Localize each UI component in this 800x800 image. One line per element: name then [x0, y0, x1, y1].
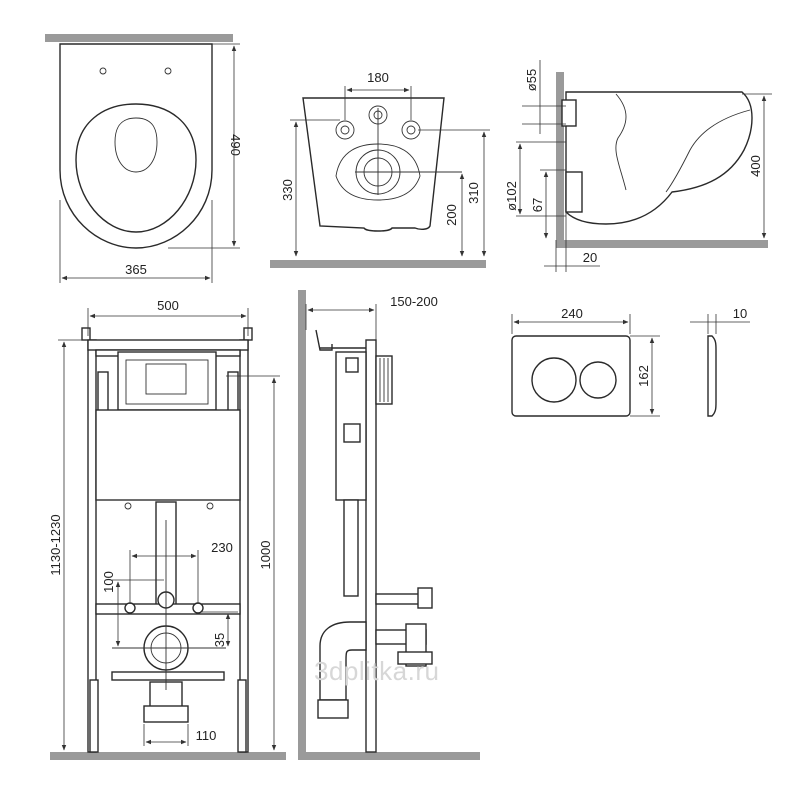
inlet-hole-right — [401, 120, 421, 140]
dim-frame-height-label: 1130-1230 — [48, 514, 63, 575]
flush-plate-profile — [707, 335, 717, 417]
dim-holes-label: 180 — [367, 70, 389, 85]
frame-side-floor — [298, 752, 480, 760]
frame-front-view: 500 1130-1230 230 100 1000 35 110 — [48, 298, 286, 760]
dim-outlet-dia-label: ø102 — [504, 181, 519, 211]
flush-plate-opening — [117, 351, 217, 411]
frame-side-post — [365, 339, 377, 753]
dim-frame-width-label: 500 — [157, 298, 179, 313]
bowl-side-outline — [565, 91, 753, 225]
dim-offset-label: 20 — [583, 250, 597, 265]
flush-button-front: 240 162 — [511, 306, 660, 417]
flush-button-side: 10 — [690, 306, 750, 417]
mount-hole-left — [99, 67, 107, 75]
frame-side-view — [298, 290, 480, 760]
dim-100-label: 100 — [101, 571, 116, 593]
dim-depth-range-label: 150-200 — [390, 294, 438, 309]
frame-side-wall — [298, 290, 306, 760]
dim-button-height-label: 162 — [636, 365, 651, 387]
bowl-side-view: ø55 ø102 67 400 20 — [504, 60, 772, 272]
seat-outline — [75, 103, 197, 233]
bowl-opening — [114, 117, 158, 173]
frame-floor — [50, 752, 286, 760]
side-outlet-pipe — [565, 171, 583, 213]
dim-height-label: 330 — [280, 179, 295, 201]
flush-button-large — [531, 357, 577, 403]
bowl-outline — [59, 43, 213, 249]
dim-110-label: 110 — [196, 728, 217, 743]
dim-spacing-label: 230 — [211, 540, 233, 555]
bowl-back-outline — [302, 97, 445, 232]
dim-button-width-label: 240 — [561, 306, 583, 321]
dim-side-height-label: 400 — [748, 155, 763, 177]
dim-pipe-label: ø55 — [524, 69, 539, 91]
flush-button-small — [579, 361, 617, 399]
inlet-hole-left — [335, 120, 355, 140]
watermark: 3dplitka.ru — [314, 656, 439, 686]
bowl-back-view: 180 330 200 310 — [270, 70, 490, 268]
side-flush-pipe — [343, 499, 359, 597]
side-wall — [556, 72, 564, 248]
wall-strip — [45, 34, 233, 42]
side-inlet-pipe — [561, 99, 577, 127]
side-supply-pipe — [375, 593, 425, 605]
dim-35-label: 35 — [212, 633, 227, 647]
floor-strip — [270, 260, 486, 268]
mount-hole-right — [164, 67, 172, 75]
top-view: 490 365 — [45, 34, 243, 283]
dim-inlet-label: 310 — [466, 182, 481, 204]
frame-top-rail — [87, 339, 249, 351]
dim-1000-label: 1000 — [258, 541, 273, 570]
dim-depth-label: 490 — [228, 134, 243, 156]
side-drain-elbow — [319, 621, 367, 701]
dim-width-label: 365 — [125, 262, 147, 277]
dim-outlet-label: 200 — [444, 204, 459, 226]
dim-outlet-h-label: 67 — [530, 198, 545, 212]
dim-button-thick-label: 10 — [733, 306, 747, 321]
side-floor — [556, 240, 768, 248]
cistern-tank — [95, 409, 241, 501]
